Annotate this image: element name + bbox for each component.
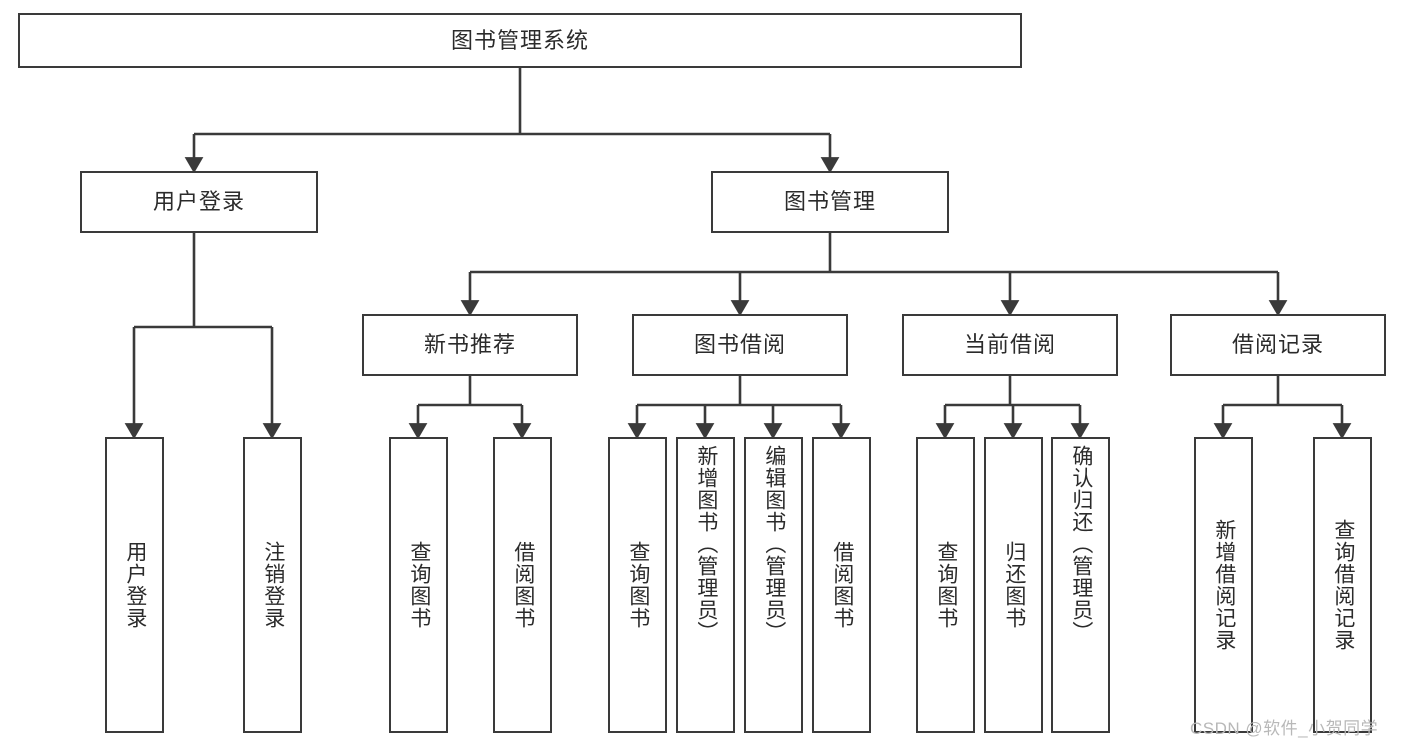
node-label: 图书借阅 bbox=[693, 332, 786, 357]
node-book-management[interactable]: 图书管理 bbox=[711, 171, 949, 233]
node-borrow-record[interactable]: 借阅记录 bbox=[1170, 314, 1386, 376]
node-label: 查询图书 bbox=[934, 541, 958, 629]
leaf-borrow-book-recommend[interactable]: 借阅图书 bbox=[493, 437, 552, 733]
node-user-login[interactable]: 用户登录 bbox=[80, 171, 318, 233]
leaf-query-book-recommend[interactable]: 查询图书 bbox=[389, 437, 448, 733]
node-label: 用户登录 bbox=[123, 541, 147, 629]
leaf-query-book-borrow[interactable]: 查询图书 bbox=[608, 437, 667, 733]
node-label: 图书管理系统 bbox=[450, 27, 589, 53]
node-book-borrow[interactable]: 图书借阅 bbox=[632, 314, 848, 376]
node-label: 当前借阅 bbox=[963, 332, 1056, 357]
node-label: 查询图书 bbox=[407, 541, 431, 629]
node-label: 借阅图书 bbox=[830, 541, 854, 629]
leaf-query-book-current[interactable]: 查询图书 bbox=[916, 437, 975, 733]
node-label: 归还图书 bbox=[1002, 541, 1026, 629]
node-current-borrow[interactable]: 当前借阅 bbox=[902, 314, 1118, 376]
node-label: 注销登录 bbox=[261, 541, 285, 629]
node-label: 新增借阅记录 bbox=[1212, 519, 1236, 651]
node-label: 新书推荐 bbox=[423, 332, 516, 357]
node-label: 图书管理 bbox=[783, 189, 876, 214]
leaf-add-book-admin[interactable]: 新增图书（管理员） bbox=[676, 437, 735, 733]
node-label: 确认归还（管理员） bbox=[1069, 445, 1093, 643]
node-label: 借阅记录 bbox=[1231, 332, 1324, 357]
node-label: 借阅图书 bbox=[511, 541, 535, 629]
leaf-confirm-return-admin[interactable]: 确认归还（管理员） bbox=[1051, 437, 1110, 733]
leaf-user-login[interactable]: 用户登录 bbox=[105, 437, 164, 733]
node-book-management-system[interactable]: 图书管理系统 bbox=[18, 13, 1022, 68]
leaf-logout[interactable]: 注销登录 bbox=[243, 437, 302, 733]
leaf-query-borrow-record[interactable]: 查询借阅记录 bbox=[1313, 437, 1372, 733]
watermark-text: CSDN @软件_小贺同学 bbox=[1190, 719, 1379, 738]
node-new-book-recommend[interactable]: 新书推荐 bbox=[362, 314, 578, 376]
leaf-return-book[interactable]: 归还图书 bbox=[984, 437, 1043, 733]
leaf-add-borrow-record[interactable]: 新增借阅记录 bbox=[1194, 437, 1253, 733]
node-label: 编辑图书（管理员） bbox=[762, 445, 786, 643]
node-label: 查询借阅记录 bbox=[1331, 519, 1355, 651]
node-label: 用户登录 bbox=[152, 189, 245, 214]
leaf-edit-book-admin[interactable]: 编辑图书（管理员） bbox=[744, 437, 803, 733]
leaf-borrow-book[interactable]: 借阅图书 bbox=[812, 437, 871, 733]
node-label: 新增图书（管理员） bbox=[694, 445, 718, 643]
node-label: 查询图书 bbox=[626, 541, 650, 629]
